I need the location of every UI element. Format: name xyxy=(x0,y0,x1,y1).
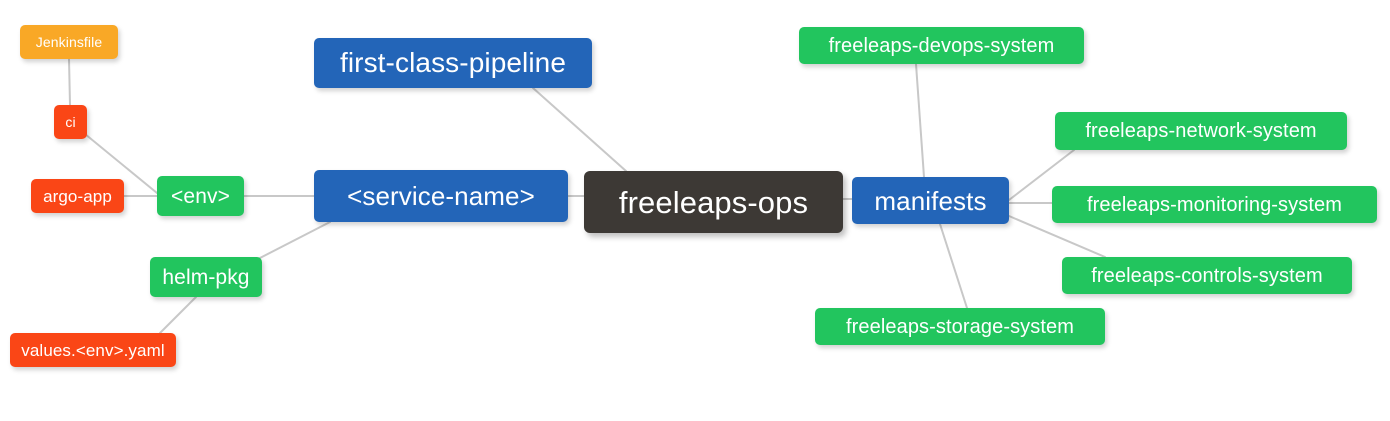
node-label: manifests xyxy=(874,185,987,216)
node-label: ci xyxy=(65,114,76,130)
node-label: values.<env>.yaml xyxy=(21,340,165,360)
edge-manifests-to-freeleaps-storage-system xyxy=(939,223,968,309)
edge-helm-pkg-to-service-name xyxy=(257,221,331,260)
node-manifests[interactable]: manifests xyxy=(852,177,1009,224)
node-helm-pkg[interactable]: helm-pkg xyxy=(150,257,262,297)
node-label: helm-pkg xyxy=(162,265,250,289)
edge-first-class-pipeline-to-freeleaps-ops xyxy=(532,87,627,172)
node-label: freeleaps-ops xyxy=(618,184,809,220)
node-label: <service-name> xyxy=(347,181,535,211)
node-label: freeleaps-storage-system xyxy=(845,315,1075,338)
node-label: first-class-pipeline xyxy=(339,47,567,78)
edge-values-env-yaml-to-helm-pkg xyxy=(159,296,197,334)
node-argo-app[interactable]: argo-app xyxy=(31,179,124,213)
edge-jenkinsfile-to-ci xyxy=(68,58,71,106)
node-label: freeleaps-network-system xyxy=(1085,120,1317,142)
node-freeleaps-controls-system[interactable]: freeleaps-controls-system xyxy=(1062,257,1352,294)
node-freeleaps-ops[interactable]: freeleaps-ops xyxy=(584,171,843,233)
node-label: freeleaps-devops-system xyxy=(828,34,1055,57)
node-service-name[interactable]: <service-name> xyxy=(314,170,568,222)
edge-manifests-to-freeleaps-devops-system xyxy=(915,63,925,178)
node-ci[interactable]: ci xyxy=(54,105,87,139)
node-label: Jenkinsfile xyxy=(35,34,103,50)
node-values-env-yaml[interactable]: values.<env>.yaml xyxy=(10,333,176,367)
node-first-class-pipeline[interactable]: first-class-pipeline xyxy=(314,38,592,88)
node-freeleaps-network-system[interactable]: freeleaps-network-system xyxy=(1055,112,1347,150)
node-label: argo-app xyxy=(43,186,112,206)
node-freeleaps-monitoring-system[interactable]: freeleaps-monitoring-system xyxy=(1052,186,1377,223)
node-env[interactable]: <env> xyxy=(157,176,244,216)
node-freeleaps-storage-system[interactable]: freeleaps-storage-system xyxy=(815,308,1105,345)
node-label: <env> xyxy=(171,184,230,208)
node-label: freeleaps-monitoring-system xyxy=(1086,193,1342,216)
node-jenkinsfile[interactable]: Jenkinsfile xyxy=(20,25,118,59)
node-label: freeleaps-controls-system xyxy=(1091,264,1323,287)
node-freeleaps-devops-system[interactable]: freeleaps-devops-system xyxy=(799,27,1084,64)
